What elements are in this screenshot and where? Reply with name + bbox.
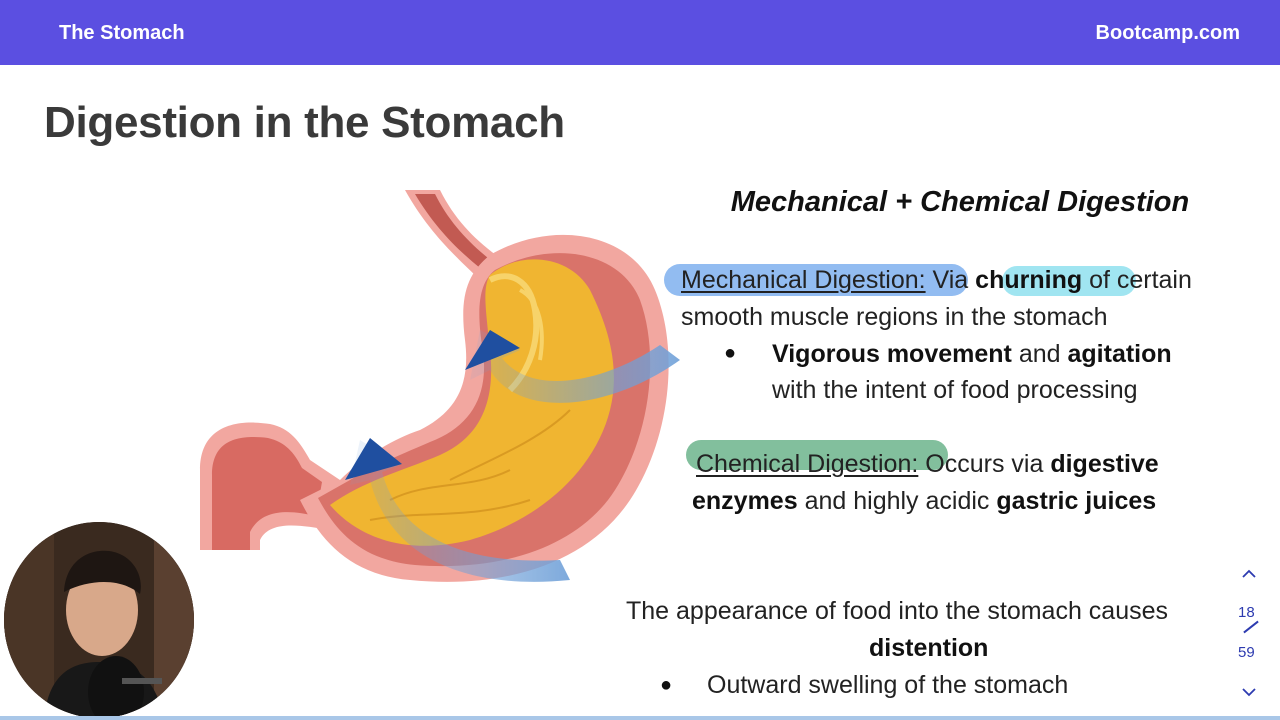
distention-term: distention <box>869 634 989 662</box>
chemical-acidic: and highly acidic <box>804 487 990 515</box>
churning-term: churning <box>975 266 1083 294</box>
enzymes-term: enzymes <box>692 487 798 515</box>
highlight-chemical <box>686 440 948 470</box>
digestive-term: digestive <box>1050 450 1159 478</box>
mechanical-rest: of certain <box>1089 266 1192 294</box>
webcam-overlay <box>4 522 194 718</box>
bullet-and: and <box>1018 340 1061 368</box>
mechanical-via: Via <box>932 266 969 294</box>
mechanical-line-2: smooth muscle regions in the stomach <box>681 303 1108 331</box>
bullet-dot: ● <box>660 674 673 696</box>
brand-name[interactable]: Bootcamp.com <box>1095 22 1240 44</box>
distention-bullet: Outward swelling of the stomach <box>707 671 1069 699</box>
highlight-mechanical <box>664 264 968 296</box>
mechanical-line-1: Mechanical Digestion: Via churning of ce… <box>681 262 1192 298</box>
page-divider <box>1243 620 1259 634</box>
presenter-video <box>4 522 194 718</box>
gastric-juices-term: gastric juices <box>996 487 1157 515</box>
top-bar: The Stomach Bootcamp.com <box>0 0 1280 65</box>
vigorous-term: Vigorous movement <box>772 340 1012 368</box>
agitation-term: agitation <box>1067 340 1172 368</box>
course-title: The Stomach <box>59 22 185 44</box>
distention-line-1: The appearance of food into the stomach … <box>626 597 1169 625</box>
chemical-line-1: Chemical Digestion: Occurs via digestive <box>696 446 1159 482</box>
total-pages-number: 59 <box>1238 644 1255 661</box>
mechanical-label: Mechanical Digestion: <box>681 266 926 294</box>
chemical-line-2: enzymes and highly acidic gastric juices <box>692 483 1156 519</box>
chevron-up-icon[interactable] <box>1241 566 1257 582</box>
page-navigation: 18 59 <box>1232 560 1270 710</box>
bottom-progress-line <box>0 716 1280 720</box>
distention-line-2: distention <box>869 630 988 666</box>
mechanical-bullet-line-2: with the intent of food processing <box>772 376 1138 404</box>
highlight-churning <box>1002 266 1136 296</box>
bullet-dot: ● <box>724 342 737 364</box>
section-subheading: Mechanical + Chemical Digestion <box>730 186 1190 218</box>
current-page-number: 18 <box>1238 604 1255 621</box>
slide-title: Digestion in the Stomach <box>44 98 565 147</box>
stomach-illustration <box>200 190 680 582</box>
mechanical-bullet-line-1: Vigorous movement and agitation <box>772 336 1172 372</box>
chemical-occurs: Occurs via <box>925 450 1044 478</box>
chemical-label: Chemical Digestion: <box>696 450 919 478</box>
chevron-down-icon[interactable] <box>1241 684 1257 700</box>
